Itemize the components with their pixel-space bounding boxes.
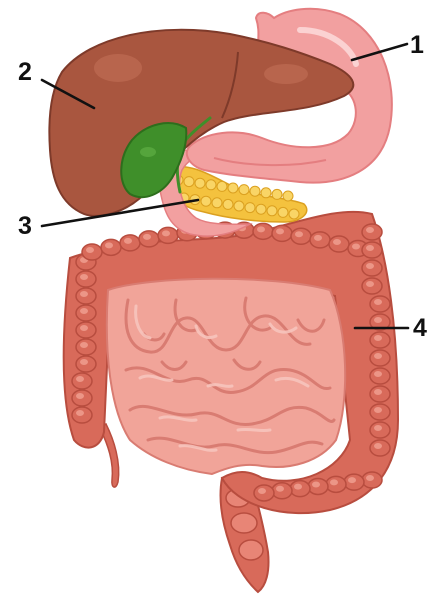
colon-haustrum-highlight xyxy=(374,317,382,323)
colon-haustrum-highlight xyxy=(374,425,382,431)
colon-haustrum-highlight xyxy=(366,245,374,251)
colon-haustrum-highlight xyxy=(80,308,88,314)
pancreas-lobule xyxy=(223,199,233,209)
colon-haustrum-highlight xyxy=(333,239,341,245)
colon-haustrum-highlight xyxy=(374,353,382,359)
colon-haustrum-highlight xyxy=(366,475,374,481)
small-intestine xyxy=(107,279,345,474)
colon-haustrum-highlight xyxy=(374,443,382,449)
pancreas-lobule xyxy=(256,204,266,214)
colon-haustrum-highlight xyxy=(258,488,266,494)
colon-haustrum-highlight xyxy=(80,342,88,348)
colon-haustrum-highlight xyxy=(374,389,382,395)
pancreas-lobule xyxy=(184,177,194,187)
pancreas-lobule xyxy=(278,207,288,217)
colon-haustrum-highlight xyxy=(330,479,338,485)
colon-haustrum-highlight xyxy=(348,477,356,483)
colon-haustrum-highlight xyxy=(257,226,265,232)
pancreas-lobule xyxy=(195,178,205,188)
colon-haustrum-highlight xyxy=(314,235,322,241)
pancreas-lobule xyxy=(228,183,238,193)
colon-haustrum-highlight xyxy=(312,481,320,487)
pancreas-lobule xyxy=(217,181,227,191)
colon-haustrum-highlight xyxy=(162,230,170,236)
pancreas-lobule xyxy=(283,191,293,201)
label-2: 2 xyxy=(18,58,32,86)
colon-haustrum-highlight xyxy=(80,291,88,297)
colon-haustrum-highlight xyxy=(374,335,382,341)
pancreas-lobule xyxy=(245,203,255,213)
colon-haustrum-highlight xyxy=(366,227,374,233)
colon-haustrum-highlight xyxy=(124,238,132,244)
pancreas-lobule xyxy=(212,198,222,208)
colon-haustrum-highlight xyxy=(366,263,374,269)
colon-haustrum-highlight xyxy=(80,274,88,280)
colon-haustrum-highlight xyxy=(80,359,88,365)
label-1: 1 xyxy=(410,31,424,59)
colon-haustrum-highlight xyxy=(374,407,382,413)
pancreas-lobule xyxy=(234,201,244,211)
pancreas-lobule xyxy=(250,186,260,196)
pancreas-lobule xyxy=(289,209,299,219)
colon-haustrum-highlight xyxy=(105,242,113,248)
colon-haustrum-highlight xyxy=(86,247,94,253)
label-3: 3 xyxy=(18,212,32,240)
colon-haustrum-highlight xyxy=(76,410,84,416)
pancreas-lobule xyxy=(267,206,277,216)
label-4: 4 xyxy=(413,314,427,342)
colon-haustrum-highlight xyxy=(352,244,360,250)
colon-haustrum-highlight xyxy=(276,228,284,234)
colon-haustrum-highlight xyxy=(374,299,382,305)
pancreas-lobule xyxy=(201,196,211,206)
pancreas-lobule xyxy=(239,185,249,195)
colon-haustrum-highlight xyxy=(76,393,84,399)
colon-haustrum-highlight xyxy=(294,484,302,490)
colon-haustrum-highlight xyxy=(276,486,284,492)
pancreas-lobule xyxy=(272,189,282,199)
colon-haustrum-highlight xyxy=(143,234,151,240)
colon-haustrum-highlight xyxy=(295,231,303,237)
colon-haustrum-highlight xyxy=(366,281,374,287)
colon-haustrum-highlight xyxy=(76,376,84,382)
colon-haustrum-highlight xyxy=(80,325,88,331)
pancreas-lobule xyxy=(206,180,216,190)
colon-haustrum-highlight xyxy=(374,371,382,377)
pancreas-lobule xyxy=(261,188,271,198)
